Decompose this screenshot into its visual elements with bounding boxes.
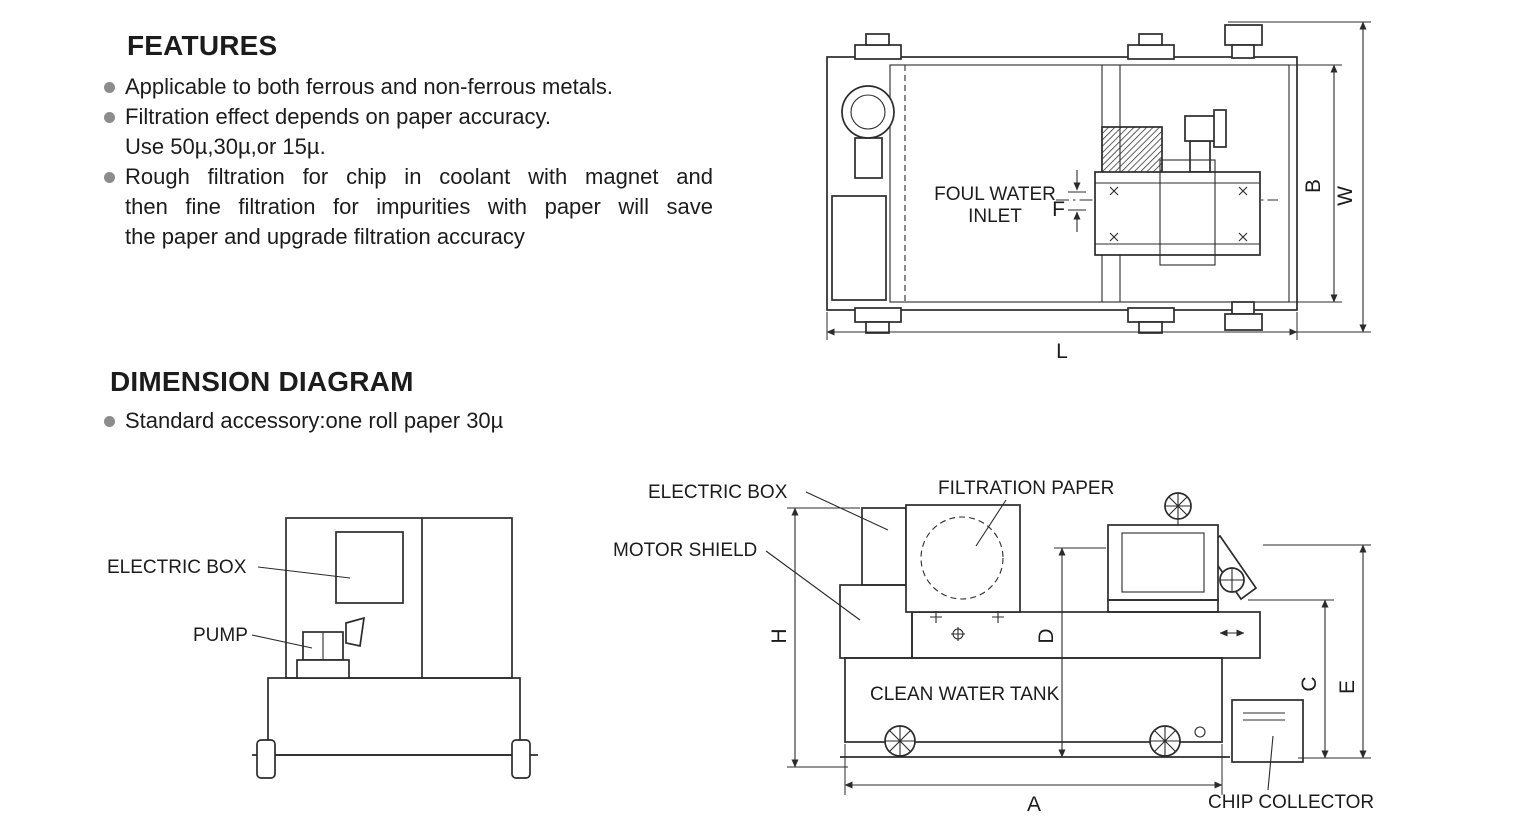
feature-item: Filtration effect depends on paper accur…	[104, 102, 764, 162]
svg-text:INLET: INLET	[968, 206, 1022, 227]
pump-label: PUMP	[193, 625, 248, 646]
dimension-B: B	[1289, 64, 1342, 303]
feature-text: Applicable to both ferrous and non-ferro…	[125, 74, 613, 99]
dim-A-label: A	[1027, 793, 1041, 816]
paper-roll	[920, 516, 1004, 600]
separator-unit-top	[1056, 109, 1278, 266]
feature-item: Applicable to both ferrous and non-ferro…	[104, 72, 764, 102]
dimension-diagram-title: DIMENSION DIAGRAM	[110, 366, 414, 397]
motor-hatched-block	[1101, 126, 1163, 178]
filtration-paper-label: FILTRATION PAPER	[938, 478, 1114, 499]
belt-rollers	[854, 24, 1263, 334]
bullet-icon	[104, 172, 115, 183]
bullet-icon	[104, 82, 115, 93]
dimension-A: A	[844, 744, 1223, 816]
pump-view-diagram: ELECTRIC BOX PUMP	[107, 517, 538, 779]
motor-shield-leader	[765, 550, 861, 621]
side-view-labels: ELECTRIC BOX FILTRATION PAPER MOTOR SHIE…	[613, 478, 1374, 813]
pump-view-labels: ELECTRIC BOX PUMP	[107, 557, 351, 649]
dim-B-label: B	[1302, 179, 1325, 193]
dim-F-label: F	[1052, 198, 1065, 221]
dim-E-label: E	[1336, 680, 1359, 694]
tank-and-base	[840, 657, 1304, 763]
feature-item: Rough filtration for chip in coolant wit…	[104, 162, 764, 252]
electric-box-label: ELECTRIC BOX	[648, 482, 788, 503]
clean-water-tank-box	[844, 657, 1223, 743]
electric-box-label: ELECTRIC BOX	[107, 557, 247, 578]
bullet-icon	[104, 112, 115, 123]
dimension-W: W	[1228, 21, 1371, 333]
motor-shield-label: MOTOR SHIELD	[613, 540, 757, 561]
accessory-text: Standard accessory:one roll paper 30µ	[125, 408, 504, 433]
chip-collector-leader	[1267, 735, 1274, 791]
chip-collector-label: CHIP COLLECTOR	[1208, 792, 1374, 813]
feature-text: Filtration effect depends on paper accur…	[125, 104, 551, 159]
electric-box-leader	[257, 566, 351, 579]
dimension-F: F	[1052, 170, 1086, 232]
svg-text:FOUL WATER: FOUL WATER	[934, 184, 1056, 205]
foul-water-inlet-label: FOUL WATER INLET	[934, 184, 1056, 227]
right-foot	[511, 739, 531, 779]
dim-C-label: C	[1298, 676, 1321, 691]
electric-box-leader	[805, 491, 889, 531]
features-title: FEATURES	[127, 30, 278, 61]
dimension-D: D	[1035, 547, 1106, 758]
left-foot	[256, 739, 276, 779]
dimension-H: H	[768, 507, 860, 768]
dim-D-label: D	[1035, 628, 1058, 643]
dim-L-label: L	[1056, 340, 1068, 363]
dimension-C: C	[1248, 599, 1334, 759]
chip-collector-box	[1231, 699, 1304, 763]
filtration-paper-leader	[975, 499, 1007, 547]
pump-assembly	[296, 616, 366, 679]
features-list: Applicable to both ferrous and non-ferro…	[104, 72, 764, 252]
clean-water-tank-label: CLEAN WATER TANK	[870, 684, 1060, 705]
machine-body	[839, 504, 1261, 659]
side-view-diagram: ELECTRIC BOX FILTRATION PAPER MOTOR SHIE…	[613, 478, 1374, 816]
dim-W-label: W	[1334, 186, 1357, 206]
bolt-marks	[930, 611, 1004, 623]
accessory-item: Standard accessory:one roll paper 30µ	[104, 406, 764, 436]
filter-bed	[911, 611, 1261, 659]
feature-text: Rough filtration for chip in coolant wit…	[125, 164, 713, 249]
motor-shield-box	[839, 584, 913, 659]
top-view-diagram: FOUL WATER INLET F B W L	[826, 21, 1371, 363]
pump-leader	[251, 634, 313, 649]
inlet-pipe	[831, 85, 895, 301]
dimension-E: E	[1263, 544, 1371, 759]
magnetic-separator-unit	[1107, 492, 1258, 637]
dimension-diagram-section: DIMENSION DIAGRAM Standard accessory:one…	[104, 366, 764, 436]
electric-box	[861, 507, 907, 586]
electric-box-window	[335, 531, 404, 604]
dimension-L: L	[826, 312, 1298, 363]
paper-housing	[905, 504, 1021, 613]
dim-H-label: H	[768, 628, 791, 643]
pump-view-body	[252, 517, 538, 779]
bullet-icon	[104, 416, 115, 427]
tank-base	[267, 677, 521, 756]
bolt-marks	[1109, 186, 1248, 242]
features-section: FEATURES Applicable to both ferrous and …	[104, 30, 764, 252]
